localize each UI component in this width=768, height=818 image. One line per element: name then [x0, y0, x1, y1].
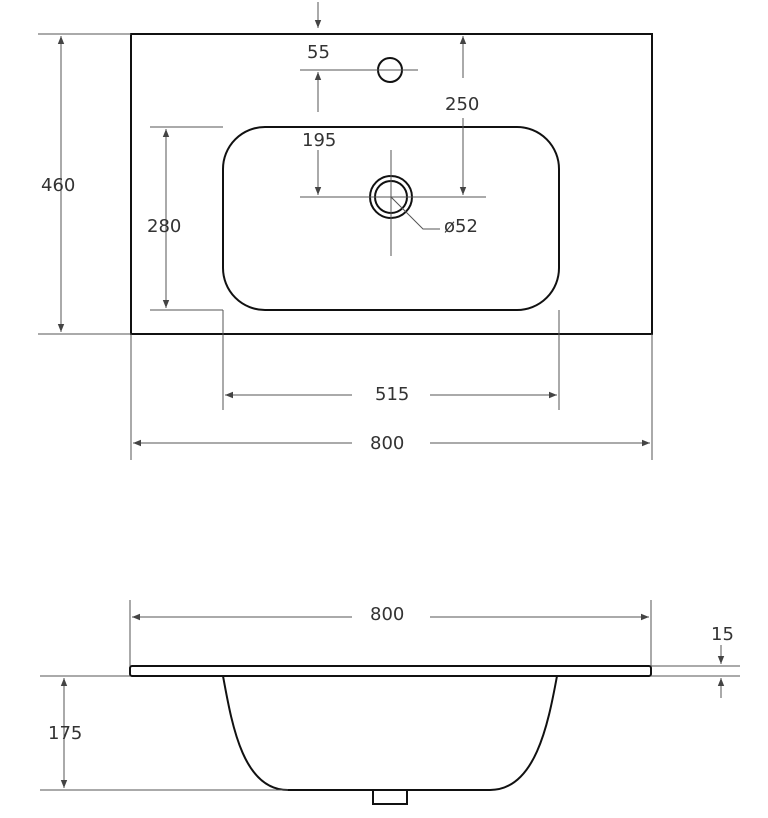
- top-view: 460 280 55 195 250 ø52 515 800: [38, 2, 653, 460]
- label-drain-offset: 195: [302, 130, 336, 151]
- label-drain-from-back: 250: [445, 94, 479, 115]
- bowl-outline: [222, 126, 560, 311]
- label-overall-width-side: 800: [370, 604, 404, 625]
- countertop-outline: [130, 33, 653, 335]
- label-overall-width-top: 800: [370, 433, 404, 454]
- label-bowl-height: 175: [48, 723, 82, 744]
- label-bowl-width: 515: [375, 384, 409, 405]
- slab: [129, 665, 652, 677]
- label-slab-thickness: 15: [711, 624, 734, 645]
- label-overall-depth: 460: [41, 175, 75, 196]
- bowl-profile: [222, 675, 558, 791]
- side-view: 800 15 175: [40, 600, 740, 805]
- label-drain-diameter: ø52: [444, 216, 478, 237]
- drain-stub: [372, 789, 408, 805]
- label-tap-offset: 55: [307, 42, 330, 63]
- label-bowl-depth: 280: [147, 216, 181, 237]
